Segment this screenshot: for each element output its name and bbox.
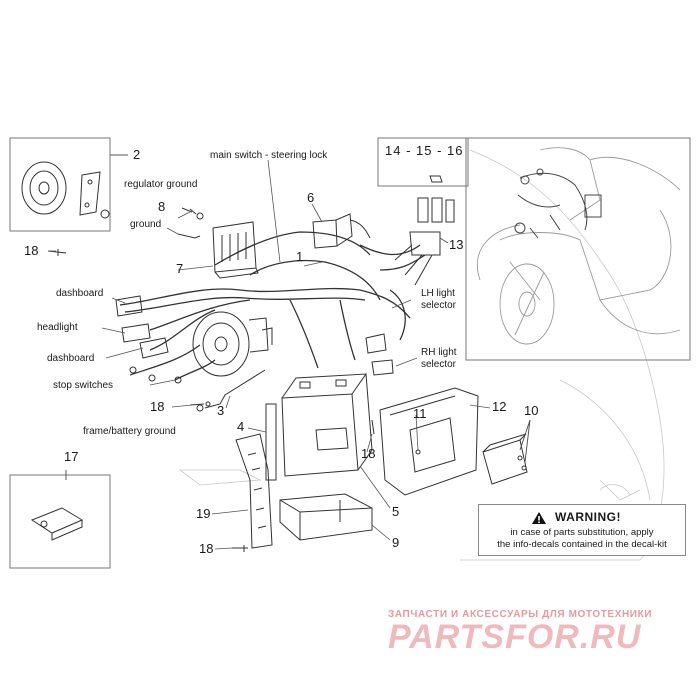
watermark-brand: PARTSFOR.RU	[388, 618, 642, 656]
label-dashboard-2: dashboard	[47, 353, 95, 364]
dashboard-connectors	[115, 295, 182, 384]
ground-wire	[177, 233, 201, 239]
scooter-inset-box	[465, 137, 691, 361]
screw-18-a	[47, 249, 67, 256]
warning-icon	[532, 512, 546, 524]
part-number-9: 9	[392, 535, 400, 550]
bracket-inset-box	[9, 474, 111, 569]
part-number-17: 17	[64, 449, 79, 464]
label-stop-switches: stop switches	[53, 380, 114, 391]
horn-inset-box	[9, 137, 111, 232]
label-main-switch: main switch - steering lock	[210, 150, 328, 161]
scooter-frame-outline	[178, 149, 665, 561]
small-bracket	[30, 507, 84, 541]
label-regulator-ground: regulator ground	[124, 179, 198, 190]
ground-screw	[181, 207, 197, 215]
part-number-19: 19	[196, 506, 211, 521]
warning-line-1: in case of parts substitution, apply	[510, 527, 654, 538]
scooter-front-view	[476, 147, 681, 345]
screw-18-c	[371, 419, 375, 435]
fuse-callout-label: 14 - 15 - 16	[385, 143, 464, 158]
warning-title: WARNING!	[555, 510, 621, 524]
screw-18-d	[232, 545, 248, 552]
battery-lead	[196, 369, 266, 412]
warning-line-2: the info-decals contained in the decal-k…	[497, 539, 667, 550]
battery	[281, 373, 373, 477]
label-dashboard-1: dashboard	[56, 288, 104, 299]
label-lh-selector-2: selector	[421, 300, 457, 311]
horn-small	[21, 161, 110, 219]
screw-18-b	[189, 401, 211, 407]
wiring-harness	[119, 231, 426, 381]
part-number-8: 8	[158, 199, 166, 214]
ground-washer	[196, 212, 204, 220]
battery-tray	[279, 493, 373, 541]
voltage-regulator	[212, 221, 259, 279]
label-headlight: headlight	[37, 322, 78, 333]
part-number-6: 6	[307, 190, 315, 205]
part-number-18-b: 18	[150, 399, 165, 414]
battery-cover	[379, 387, 479, 496]
part-number-7: 7	[176, 261, 184, 276]
leader-lines	[48, 159, 491, 550]
part-number-18-a: 18	[24, 243, 39, 258]
part-number-13: 13	[449, 237, 464, 252]
horn-large	[192, 311, 273, 377]
label-rh-selector-2: selector	[421, 359, 457, 370]
part-number-12: 12	[492, 399, 507, 414]
part-number-18-d: 18	[199, 541, 214, 556]
battery-bracket	[235, 433, 273, 549]
battery-strap	[265, 403, 277, 481]
part-number-4: 4	[237, 419, 245, 434]
label-frame-battery-ground: frame/battery ground	[83, 426, 176, 437]
warning-box: WARNING! in case of parts substitution, …	[478, 504, 686, 556]
cdi-unit	[482, 433, 528, 485]
lh-rh-selector-connectors	[365, 333, 394, 376]
label-rh-selector-1: RH light	[421, 347, 457, 358]
part-number-2: 2	[133, 147, 141, 162]
watermark-tagline: ЗАПЧАСТИ И АКСЕССУАРЫ ДЛЯ МОТОТЕХНИКИ	[388, 609, 653, 620]
fuse-callout-box	[377, 137, 469, 187]
light-switch-connectors	[394, 197, 455, 286]
label-ground: ground	[130, 219, 162, 230]
label-lh-selector-1: LH light	[421, 288, 455, 299]
scooter-wiring-detail	[514, 168, 602, 239]
part-number-1: 1	[296, 249, 304, 264]
part-number-3: 3	[217, 403, 225, 418]
part-number-10: 10	[524, 403, 539, 418]
part-number-18-c: 18	[361, 446, 376, 461]
part-number-5: 5	[392, 504, 400, 519]
part-number-11: 11	[413, 406, 427, 421]
main-switch-unit	[312, 213, 371, 249]
